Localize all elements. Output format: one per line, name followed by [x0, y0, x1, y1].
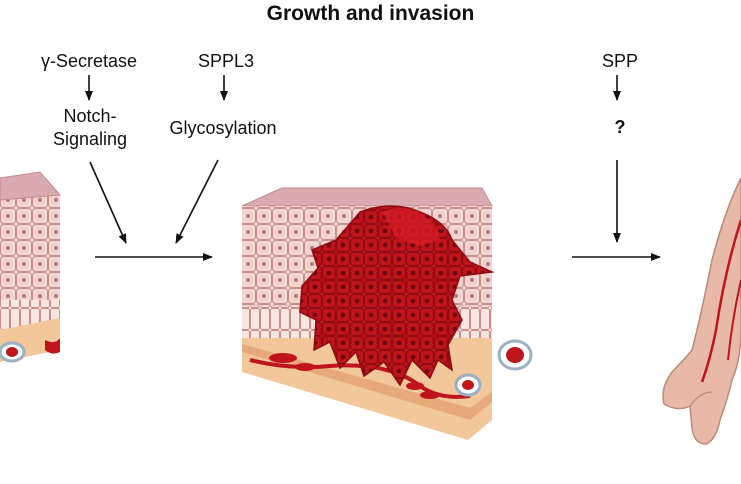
arm-illustration	[662, 177, 741, 445]
spp-label: SPP	[601, 51, 639, 71]
notch-label-line1: Notch-	[63, 106, 117, 126]
sppl3-label: SPPL3	[197, 51, 255, 71]
arrow-notch-converge	[89, 161, 127, 244]
glycosylation-label: Glycosylation	[169, 118, 277, 138]
arrow-glycosylation-converge	[175, 159, 219, 244]
gamma-secretase-label: γ-Secretase	[40, 51, 138, 71]
unknown-mechanism-label: ?	[614, 117, 626, 137]
left-skin-block	[0, 171, 62, 363]
center-skin-block	[241, 187, 533, 440]
diagram-title: Growth and invasion	[266, 2, 475, 25]
arrows	[85, 75, 661, 261]
notch-label-line2: Signaling	[52, 129, 128, 149]
